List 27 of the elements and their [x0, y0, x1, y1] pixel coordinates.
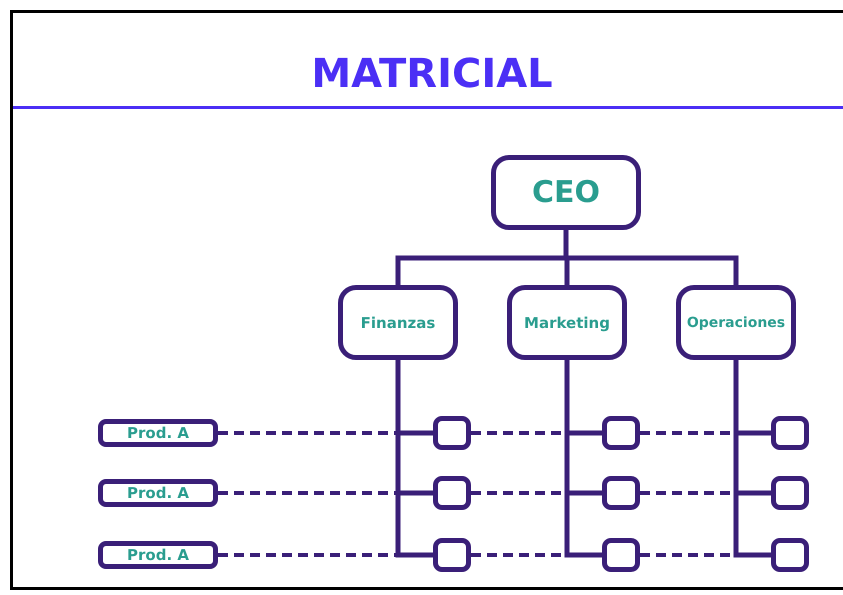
- node-label: Prod. A: [127, 546, 189, 564]
- department-box: [507, 285, 627, 360]
- small-box: [771, 416, 809, 450]
- node-label: Prod. A: [127, 484, 189, 502]
- dashed-connector: [218, 431, 433, 435]
- node-label: Prod. A: [127, 424, 189, 442]
- small-box: [433, 416, 471, 450]
- small-box: [771, 476, 809, 510]
- node-label: Operaciones: [686, 314, 786, 330]
- small-box: [433, 538, 471, 572]
- node-label: Marketing: [524, 314, 610, 332]
- dashed-connector: [218, 553, 433, 557]
- node-label: CEO: [532, 175, 600, 210]
- small-box: [771, 538, 809, 572]
- small-box: [602, 416, 640, 450]
- product-box: [98, 479, 218, 507]
- title: MATRICIAL: [310, 50, 554, 98]
- product-box: [98, 419, 218, 447]
- small-box: [433, 476, 471, 510]
- small-box: [602, 538, 640, 572]
- small-box: [602, 476, 640, 510]
- dashed-connector: [218, 491, 433, 495]
- node-label: Finanzas: [360, 314, 436, 332]
- department-box: [338, 285, 458, 360]
- department-box: [676, 285, 796, 360]
- product-box: [98, 541, 218, 569]
- ceo-box: [491, 155, 641, 230]
